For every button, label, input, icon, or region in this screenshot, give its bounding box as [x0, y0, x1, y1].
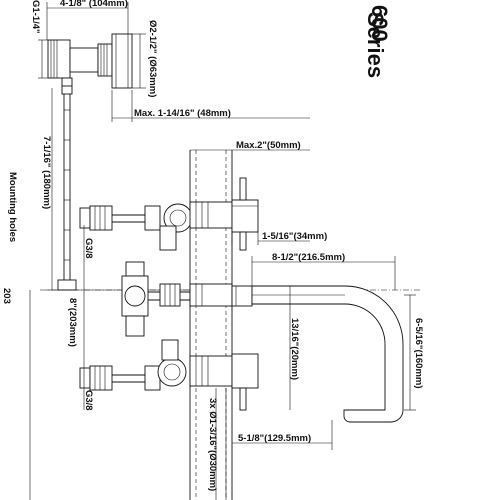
dim-diameter: Ø2-1/2" (Ø63mm): [147, 20, 158, 97]
series-number: 600: [367, 5, 392, 42]
drain-assembly-top: [38, 2, 310, 122]
middle-valve: [121, 261, 253, 337]
dim-thread: G1-1/4": [30, 0, 41, 34]
lower-valve: [79, 339, 259, 500]
dim-spacing-203: 8"(203mm): [67, 298, 78, 347]
dim-mounting-holes: Mounting holes: [7, 172, 18, 242]
dim-number-203: 203: [1, 288, 12, 304]
dim-top-width: 4-1/8" (104mm): [60, 0, 128, 9]
dim-max-depth: Max. 1-14/16" (48mm): [134, 108, 231, 119]
dim-handle-34: 1-5/16"(34mm): [262, 231, 327, 242]
dim-spout-height: 6-5/16"(160mm): [413, 318, 424, 389]
dim-height-180: 7-1/16" (180mm): [41, 136, 52, 209]
series-label: Series: [363, 12, 388, 78]
dim-hole-diameter: 3x Ø1-3/16"(Ø30mm): [207, 398, 218, 491]
dim-g38-bottom: G3/8: [83, 390, 94, 411]
dim-spout-20: 13/16"(20mm): [289, 318, 300, 380]
dim-max-wall: Max.2"(50mm): [236, 140, 301, 151]
dim-spout-129: 5-1/8"(129.5mm): [238, 433, 311, 444]
upper-valve: [79, 177, 310, 251]
dim-g38-top: G3/8: [83, 238, 94, 259]
spout: [232, 256, 416, 450]
dim-spout-reach: 8-1/2"(216.5mm): [272, 252, 345, 263]
hose-vertical: [46, 88, 77, 291]
